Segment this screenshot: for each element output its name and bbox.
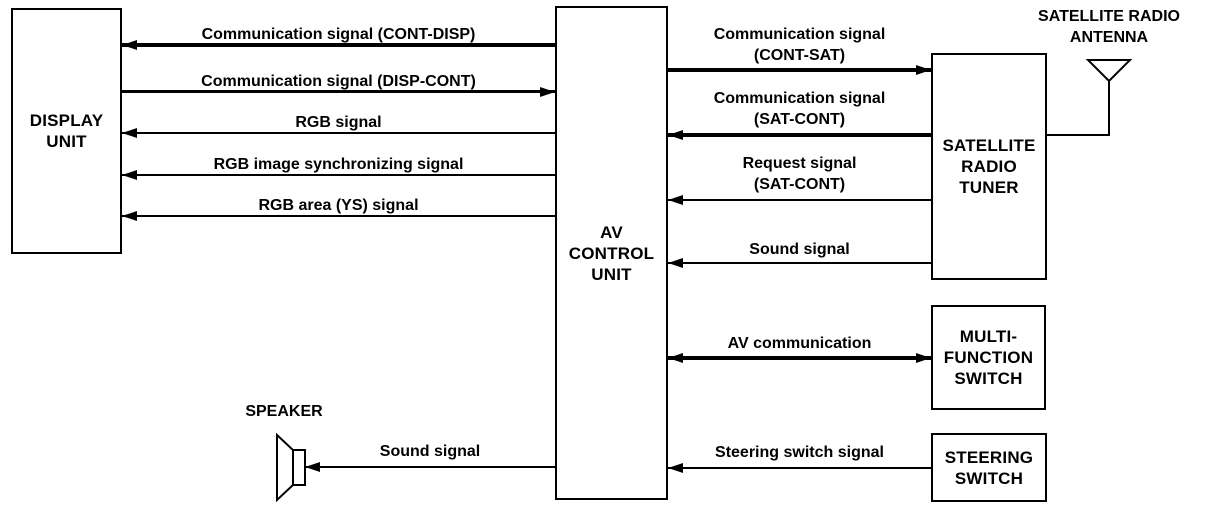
signal-line-rgb-area xyxy=(122,215,555,217)
signal-label-sound-sat: Sound signal xyxy=(749,241,850,258)
signal-label-cont-disp: Communication signal (CONT-DISP) xyxy=(201,26,476,43)
arrowhead-left-steering xyxy=(668,463,683,473)
signal-label-sat-cont: Communication signal (SAT-CONT) xyxy=(713,90,886,128)
signal-line-rgb-sync xyxy=(122,174,555,176)
speaker-icon xyxy=(276,433,306,503)
arrowhead-left-request xyxy=(668,195,683,205)
satellite-radio-tuner-box: SATELLITE RADIO TUNER xyxy=(931,53,1047,280)
signal-line-steering xyxy=(668,467,931,469)
signal-label-av-communication: AV communication xyxy=(727,335,872,352)
signal-label-cont-sat: Communication signal (CONT-SAT) xyxy=(713,26,886,64)
arrowhead-left-rgb-sync xyxy=(122,170,137,180)
signal-label-request: Request signal (SAT-CONT) xyxy=(742,155,857,193)
arrowhead-left-rgb-area xyxy=(122,211,137,221)
signal-line-disp-cont xyxy=(122,90,555,93)
signal-line-request xyxy=(668,199,931,201)
satellite-radio-antenna-label: SATELLITE RADIO ANTENNA xyxy=(1038,8,1180,46)
arrowhead-left-sound-speaker xyxy=(305,462,320,472)
signal-line-av-communication xyxy=(668,356,931,360)
arrowhead-right-cont-sat xyxy=(916,65,931,75)
arrowhead-left-cont-disp xyxy=(122,40,137,50)
signal-line-cont-disp xyxy=(122,43,555,47)
signal-line-sound-sat xyxy=(668,262,931,264)
signal-label-sound-speaker: Sound signal xyxy=(379,443,481,460)
arrowhead-left-sound-sat xyxy=(668,258,683,268)
speaker-label: SPEAKER xyxy=(245,403,323,420)
multi-function-switch-box: MULTI- FUNCTION SWITCH xyxy=(931,305,1046,410)
antenna-icon xyxy=(1047,59,1133,136)
display-unit-box: DISPLAY UNIT xyxy=(11,8,122,254)
signal-line-sound-speaker xyxy=(305,466,555,468)
arrowhead-left-sat-cont xyxy=(668,130,683,140)
signal-label-steering: Steering switch signal xyxy=(715,444,884,461)
arrowhead-right-disp-cont xyxy=(540,87,555,97)
arrowhead-left-av-communication xyxy=(668,353,683,363)
signal-line-cont-sat xyxy=(668,68,931,72)
signal-label-rgb-area: RGB area (YS) signal xyxy=(258,197,419,214)
signal-line-sat-cont xyxy=(668,133,931,137)
signal-label-disp-cont: Communication signal (DISP-CONT) xyxy=(201,73,476,90)
arrowhead-left-rgb xyxy=(122,128,137,138)
arrowhead-right-av-communication xyxy=(916,353,931,363)
signal-line-rgb xyxy=(122,132,555,134)
signal-label-rgb-sync: RGB image synchronizing signal xyxy=(213,156,464,173)
signal-label-rgb: RGB signal xyxy=(295,114,382,131)
av-control-unit-box: AV CONTROL UNIT xyxy=(555,6,668,500)
steering-switch-box: STEERING SWITCH xyxy=(931,433,1047,502)
